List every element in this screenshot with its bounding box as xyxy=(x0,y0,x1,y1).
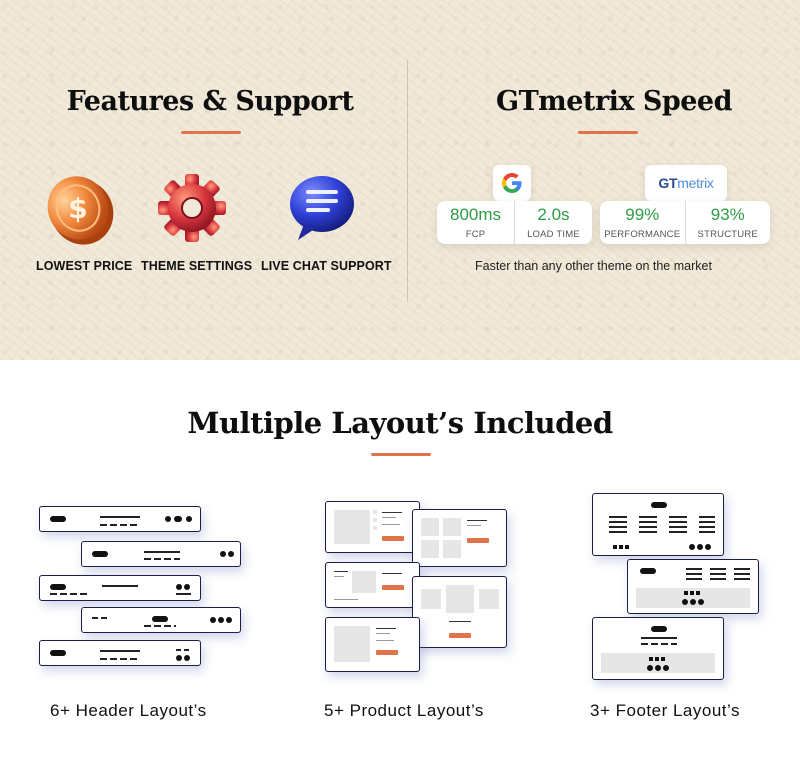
feature-label: THEME SETTINGS xyxy=(141,259,253,273)
feature-label: LOWEST PRICE xyxy=(36,259,133,273)
google-logo-icon xyxy=(502,173,522,193)
footer-wireframe xyxy=(627,559,759,614)
feature-label: LIVE CHAT SUPPORT xyxy=(261,259,392,273)
metric-value: 93% xyxy=(710,205,745,224)
gear-icon xyxy=(158,174,226,242)
section-divider xyxy=(407,60,408,302)
features-title-underline xyxy=(181,131,241,134)
google-metrics-card: 800ms FCP 2.0s LOAD TIME xyxy=(437,201,592,244)
footer-layouts-label: 3+ Footer Layout’s xyxy=(590,701,740,720)
gtmetrix-badge: GTmetrix xyxy=(645,165,727,201)
header-wireframe xyxy=(39,640,201,666)
feature-lowest-price: $ LOWEST PRICE xyxy=(30,165,133,275)
google-badge xyxy=(493,165,531,201)
coin-dollar-icon: $ xyxy=(47,176,114,245)
header-layouts-label: 6+ Header Layout’s xyxy=(50,701,207,720)
metric-fcp: 800ms FCP xyxy=(437,201,514,244)
speed-tagline: Faster than any other theme on the marke… xyxy=(475,259,712,273)
metric-structure: 93% STRUCTURE xyxy=(684,201,771,244)
features-title: Features & Support xyxy=(66,86,354,117)
chat-bubble-icon xyxy=(290,176,354,240)
header-wireframe xyxy=(39,506,201,532)
footer-wireframe xyxy=(592,617,724,680)
svg-text:$: $ xyxy=(68,192,87,225)
footer-wireframe xyxy=(592,493,724,556)
metric-label: FCP xyxy=(465,229,486,240)
feature-theme-settings: THEME SETTINGS xyxy=(140,165,252,275)
layouts-title-underline xyxy=(371,453,431,456)
gtmetrix-metrics-card: 99% PERFORMANCE 93% STRUCTURE xyxy=(600,201,770,244)
metric-performance: 99% PERFORMANCE xyxy=(600,201,685,244)
speed-title: GTmetrix Speed xyxy=(496,86,732,117)
metric-value: 2.0s xyxy=(537,205,570,224)
metric-value: 800ms xyxy=(449,205,502,224)
layouts-title: Multiple Layout’s Included xyxy=(187,406,613,440)
metric-label: PERFORMANCE xyxy=(604,229,681,240)
product-layouts-label: 5+ Product Layout’s xyxy=(324,701,484,720)
product-wireframe xyxy=(325,562,420,608)
speed-title-underline xyxy=(578,131,638,134)
product-wireframe xyxy=(325,617,420,672)
metric-label: STRUCTURE xyxy=(697,229,758,240)
header-wireframe xyxy=(81,607,241,633)
metric-label: LOAD TIME xyxy=(527,229,580,240)
header-wireframe xyxy=(39,575,201,601)
product-wireframe xyxy=(412,509,507,567)
features-speed-section: Features & Support $ LOWEST PRICE xyxy=(0,0,800,360)
gtmetrix-logo: GTmetrix xyxy=(658,175,714,191)
product-wireframe xyxy=(412,576,507,648)
metric-load-time: 2.0s LOAD TIME xyxy=(514,201,592,244)
metric-value: 99% xyxy=(625,205,660,224)
feature-live-chat: LIVE CHAT SUPPORT xyxy=(261,165,392,275)
header-wireframe xyxy=(81,541,241,567)
product-wireframe xyxy=(325,501,420,553)
